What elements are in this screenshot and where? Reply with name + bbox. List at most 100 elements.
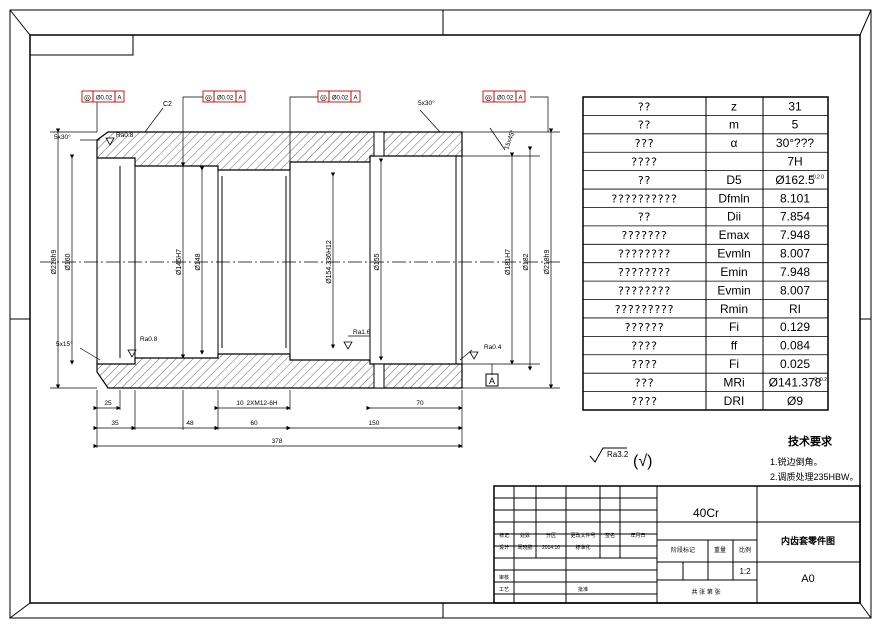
review-label: 审核: [499, 574, 509, 581]
param-label: ????: [631, 155, 658, 168]
tech-req-title: 技术要求: [788, 434, 833, 448]
chamfer-dim: 5x30°: [54, 133, 71, 141]
count-label: 处数: [520, 532, 530, 539]
general-roughness: Ra3.2: [607, 450, 629, 459]
diameter-dim: Ø154.336H12: [326, 240, 333, 284]
param-label: ??: [637, 100, 650, 113]
param-label: ????: [631, 358, 658, 371]
weight-label: 重量: [714, 546, 726, 554]
param-value: Ø141.378: [769, 375, 822, 389]
diameter-dim: Ø218h9: [544, 249, 551, 274]
designer-name: 周晓鹏: [517, 544, 532, 551]
sheet-size: A0: [801, 573, 814, 585]
title-block-text: 40Cr 内齿套零件图 A0 1:2 阶段标记 重量 比例 共 张 第 张 标记…: [499, 506, 835, 596]
sign-label: 签名: [605, 532, 615, 539]
length-dim: 60: [250, 420, 258, 427]
tolerance-value: Ø0.02: [217, 96, 234, 102]
mark-label: 标记: [499, 532, 509, 539]
mri-tolerance: 0 -0.2: [814, 377, 827, 383]
tech-req-1: 1.锐边倒角。: [770, 456, 823, 467]
param-value: RI: [789, 302, 801, 316]
chamfer-dim: 5x15°: [56, 340, 73, 348]
zone-label: 分区: [546, 532, 556, 539]
param-label: ??????????: [611, 192, 677, 205]
param-symbol: MRi: [723, 375, 744, 389]
tolerance-datum: A: [353, 96, 357, 102]
param-symbol: Evmin: [717, 283, 750, 297]
param-label: ????: [631, 340, 658, 353]
param-value: Ø162.5: [775, 173, 815, 187]
param-label: ??????: [624, 321, 664, 334]
roughness-value: Ra0.4: [484, 344, 502, 351]
approve-label: 批准: [578, 586, 588, 593]
param-symbol: Rmin: [720, 302, 748, 316]
param-value: 0.084: [780, 339, 810, 353]
param-symbol: Emax: [719, 228, 750, 242]
datum-label: A: [489, 376, 495, 386]
param-symbol: α: [731, 136, 738, 150]
param-label: ???: [634, 376, 654, 389]
param-symbol: Dii: [727, 210, 741, 224]
param-label: ???: [634, 137, 654, 150]
sheets-label: 共 张 第 张: [691, 588, 720, 596]
param-symbol: m: [729, 118, 739, 132]
param-label: ?????????: [614, 303, 674, 316]
roughness-value: Ra0.8: [140, 336, 158, 343]
param-symbol: Fi: [729, 357, 739, 371]
tech-req-2: 2.调质处理235HBW。: [770, 471, 859, 482]
param-label: ??: [637, 211, 650, 224]
diameter-dim: Ø148: [195, 253, 202, 270]
length-dim: 10: [236, 400, 244, 407]
diameter-dim: Ø155: [374, 253, 381, 270]
roughness-value: Ra1.6: [353, 329, 371, 336]
length-dim: 150: [369, 420, 380, 427]
concentricity-icon: ◎: [485, 93, 492, 102]
ymd-label: 年月日: [630, 532, 645, 539]
param-label: ????: [631, 395, 658, 408]
param-label: ????????: [618, 248, 671, 261]
param-value: 5: [792, 118, 799, 132]
length-dim: 2XM12-6H: [246, 400, 277, 407]
param-label: ????????: [618, 266, 671, 279]
title-block: [493, 485, 861, 604]
part-name: 内齿套零件图: [781, 535, 835, 546]
param-value: 30°???: [776, 136, 814, 150]
scale-value: 1:2: [739, 567, 751, 576]
param-value: 8.007: [780, 247, 810, 261]
param-label: ????????: [618, 284, 671, 297]
param-value: 8.101: [780, 191, 810, 205]
length-dim: 25: [104, 400, 112, 407]
diameter-dim: Ø160: [65, 253, 72, 270]
param-label: ???????: [621, 229, 667, 242]
diameter-dim: Ø145H7: [176, 249, 183, 275]
tolerance-value: Ø0.02: [96, 96, 113, 102]
param-symbol: Fi: [729, 320, 739, 334]
standardize-label: 标准化: [575, 544, 590, 551]
param-value: 0.025: [780, 357, 810, 371]
tolerance-value: Ø0.02: [497, 96, 514, 102]
stage-mark-label: 阶段标记: [671, 546, 695, 554]
param-symbol: DRI: [724, 394, 745, 408]
param-label: ??: [637, 119, 650, 132]
material: 40Cr: [693, 506, 719, 520]
surface-finish-mark: Ra3.2 (√): [589, 447, 652, 470]
param-value: 0.129: [780, 320, 810, 334]
chamfer-dim: 5x30°: [418, 99, 435, 107]
concentricity-icon: ◎: [205, 93, 212, 102]
param-value: Ø9: [787, 394, 803, 408]
tolerance-value: Ø0.02: [332, 96, 349, 102]
sheet-border: [9, 9, 872, 619]
diameter-dim: Ø181H7: [505, 249, 512, 275]
param-value: 7.854: [780, 210, 810, 224]
param-symbol: Emin: [720, 265, 747, 279]
diameter-dim: Ø218h9: [51, 249, 58, 274]
dimension-labels: Ø218h9 Ø160 Ø145H7 Ø148 Ø154.336H12 Ø155 Ø181H…: [51, 99, 551, 445]
param-symbol: D5: [726, 173, 742, 187]
tolerance-frame: ◎ Ø0.02 A: [482, 90, 526, 103]
param-symbol: ff: [731, 339, 738, 353]
tolerance-datum: A: [518, 96, 522, 102]
